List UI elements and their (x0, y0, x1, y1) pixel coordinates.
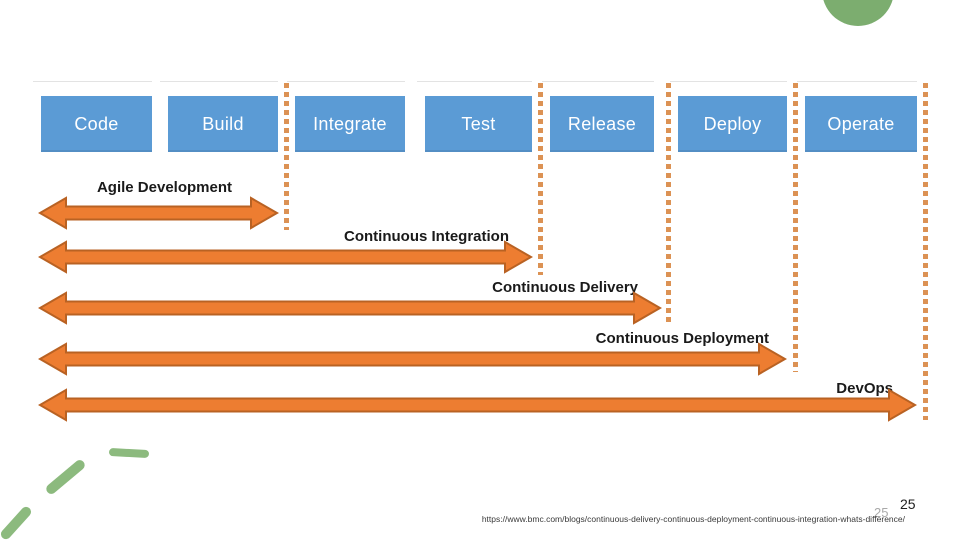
stage-box-build: Build (168, 96, 278, 152)
arrow-continuous-delivery (38, 291, 662, 325)
faint-line (670, 81, 787, 82)
faint-line (287, 81, 405, 82)
stage-box-integrate: Integrate (295, 96, 405, 152)
stage-box-deploy: Deploy (678, 96, 787, 152)
decorative-green-dash (44, 458, 87, 496)
dotted-separator-after-test (538, 83, 543, 275)
stage-box-test: Test (425, 96, 532, 152)
decorative-green-dash (108, 447, 150, 459)
source-url: https://www.bmc.com/blogs/continuous-del… (481, 514, 905, 524)
stage-box-operate: Operate (805, 96, 917, 152)
arrow-continuous-integration (38, 240, 533, 274)
faint-line (160, 81, 278, 82)
faint-line (33, 81, 152, 82)
stage-box-release: Release (550, 96, 654, 152)
arrow-agile-development (38, 196, 279, 230)
dotted-separator-after-build (284, 83, 289, 230)
arrow-continuous-deployment (38, 342, 787, 376)
arrow-label-continuous-deployment: Continuous Deployment (595, 330, 769, 347)
arrow-label-devops: DevOps (836, 380, 893, 397)
arrow-label-continuous-delivery: Continuous Delivery (492, 279, 638, 296)
faint-line (797, 81, 917, 82)
dotted-separator-after-deploy (793, 83, 798, 372)
decorative-green-dash (0, 504, 34, 540)
decorative-green-circle (822, 0, 894, 26)
arrow-label-agile-development: Agile Development (96, 179, 232, 196)
page-number: 25 (900, 496, 916, 512)
arrow-devops (38, 388, 917, 422)
arrow-label-continuous-integration: Continuous Integration (344, 228, 509, 245)
dotted-separator-after-operate (923, 83, 928, 420)
dotted-separator-after-release (666, 83, 671, 322)
faint-line (542, 81, 654, 82)
stage-box-code: Code (41, 96, 152, 152)
faint-line (417, 81, 532, 82)
page-number-watermark: 25 (874, 505, 889, 520)
